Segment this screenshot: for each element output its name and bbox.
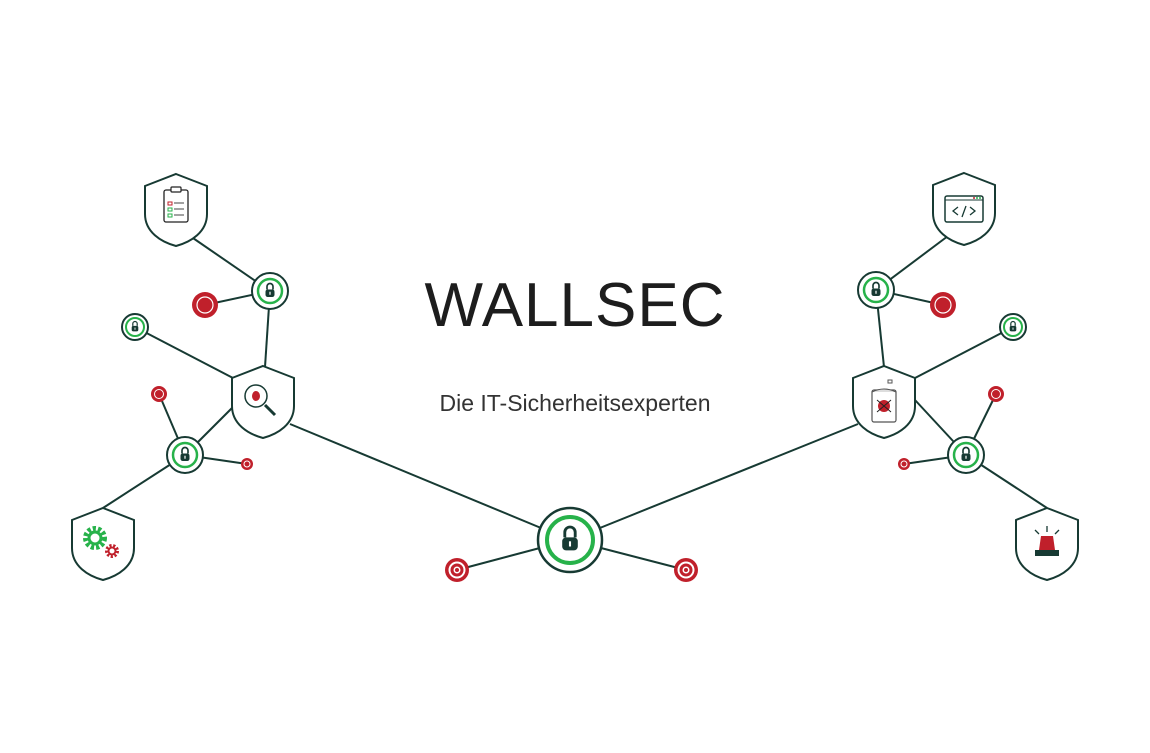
target-icon (674, 558, 698, 582)
lock-node (121, 313, 149, 341)
red-node (151, 386, 167, 402)
bug-spray-icon (852, 365, 916, 439)
alarm-light-icon (1015, 507, 1079, 581)
bug-search-icon (231, 365, 295, 439)
red-node (988, 386, 1004, 402)
red-node (192, 292, 218, 318)
brand-title: WALLSEC (424, 271, 726, 340)
code-window-icon (932, 172, 996, 246)
lock-node (166, 436, 204, 474)
lock-node (947, 436, 985, 474)
gears-icon (71, 507, 135, 581)
red-node (930, 292, 956, 318)
lock-node (857, 271, 895, 309)
lock-node (999, 313, 1027, 341)
central-lock-node (536, 506, 604, 574)
red-node (241, 458, 253, 470)
lock-node (251, 272, 289, 310)
clipboard-checklist-icon (144, 173, 208, 247)
target-icon (445, 558, 469, 582)
red-node (898, 458, 910, 470)
brand-subtitle: Die IT-Sicherheitsexperten (439, 390, 711, 416)
